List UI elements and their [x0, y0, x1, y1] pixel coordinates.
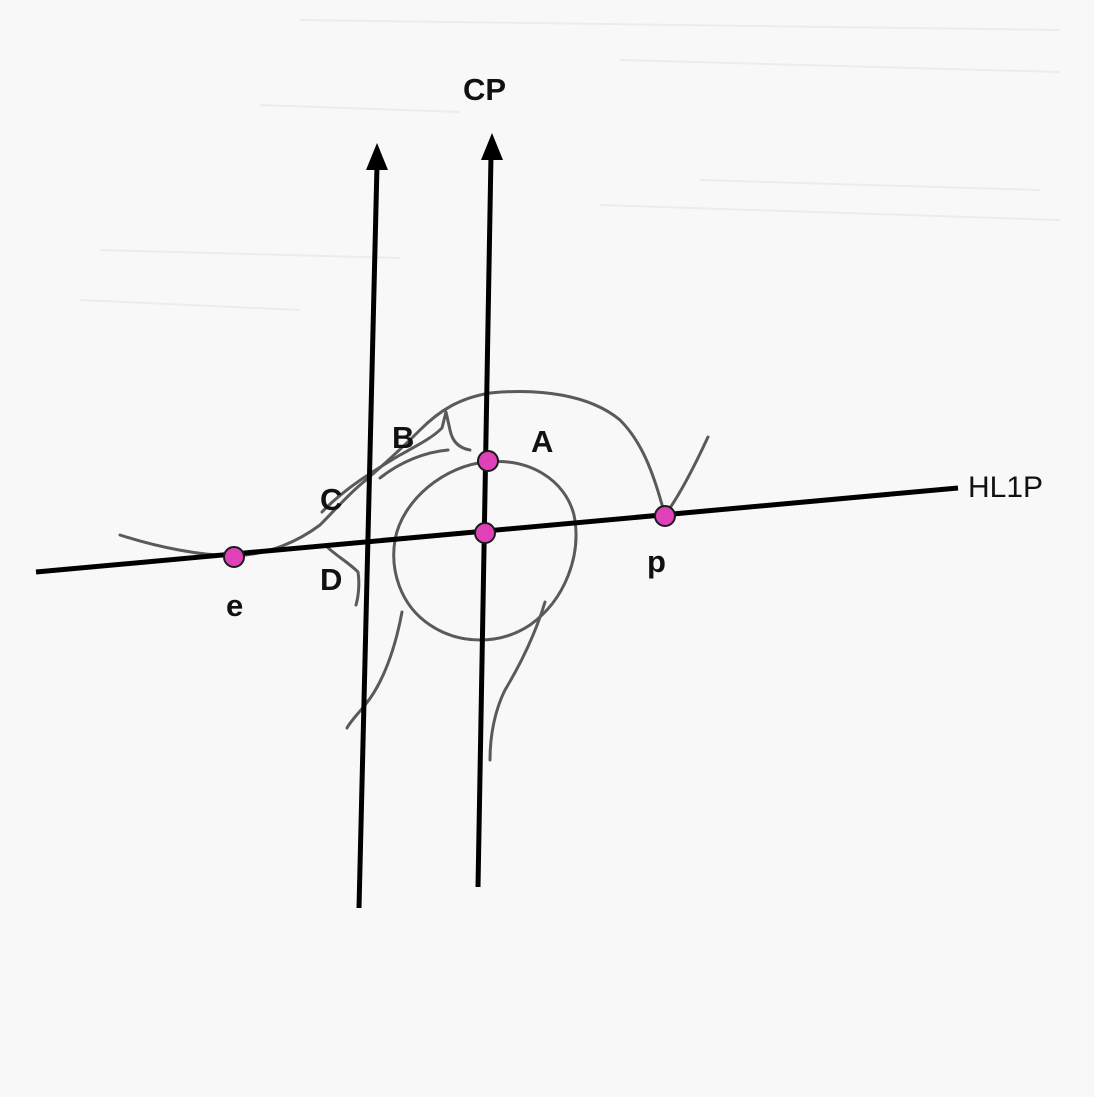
paper-texture — [79, 19, 1061, 311]
left-vertical-line — [356, 164, 380, 909]
cp-line — [475, 154, 494, 888]
label-cp: CP — [463, 72, 506, 107]
label-hl1p: HL1P — [968, 471, 1043, 504]
lower-lip-outline — [323, 543, 361, 607]
label-p: p — [647, 544, 666, 579]
label-d: D — [320, 562, 342, 597]
label-b: B — [392, 420, 414, 455]
femoral-neck-right — [488, 600, 547, 762]
labrum-outline — [320, 410, 472, 514]
point-p-marker — [654, 505, 676, 527]
up-arrowhead-icon — [366, 143, 388, 170]
up-arrowhead-icon — [481, 133, 503, 160]
point-a-marker — [477, 450, 499, 472]
landmark-markers — [223, 450, 676, 568]
center-point-marker — [474, 522, 496, 544]
labrum-inner — [378, 448, 450, 480]
label-c: C — [320, 482, 342, 517]
hl1p-line — [35, 485, 959, 575]
femoral-neck-left — [345, 610, 404, 730]
label-e: e — [226, 588, 243, 623]
label-a: A — [531, 424, 553, 459]
point-e-marker — [223, 546, 245, 568]
